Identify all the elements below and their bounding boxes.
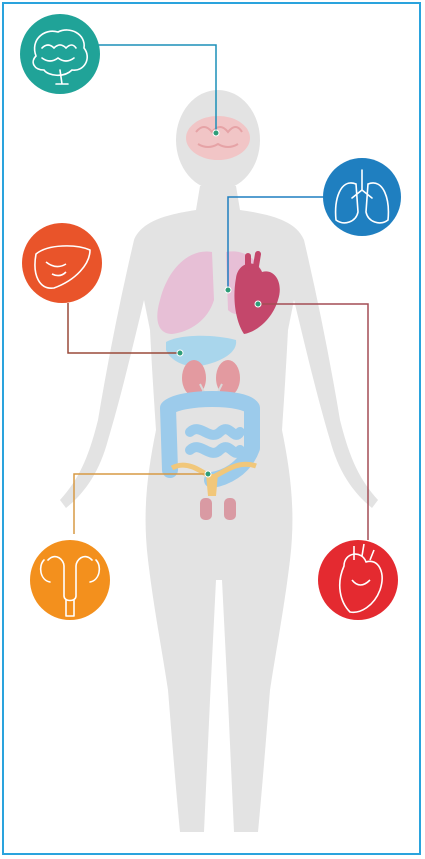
lungs-callout (323, 158, 401, 236)
brain-dot (213, 130, 219, 136)
brain-callout (20, 14, 100, 94)
heart-dot (255, 301, 261, 307)
reproductive-dot (205, 471, 211, 477)
liver-dot (177, 350, 183, 356)
reproductive-callout (30, 540, 110, 620)
lungs-dot (225, 287, 231, 293)
liver-callout (22, 223, 102, 303)
heart-callout (318, 540, 398, 620)
torso-and-arms (60, 186, 378, 832)
brain-organ (186, 116, 250, 160)
